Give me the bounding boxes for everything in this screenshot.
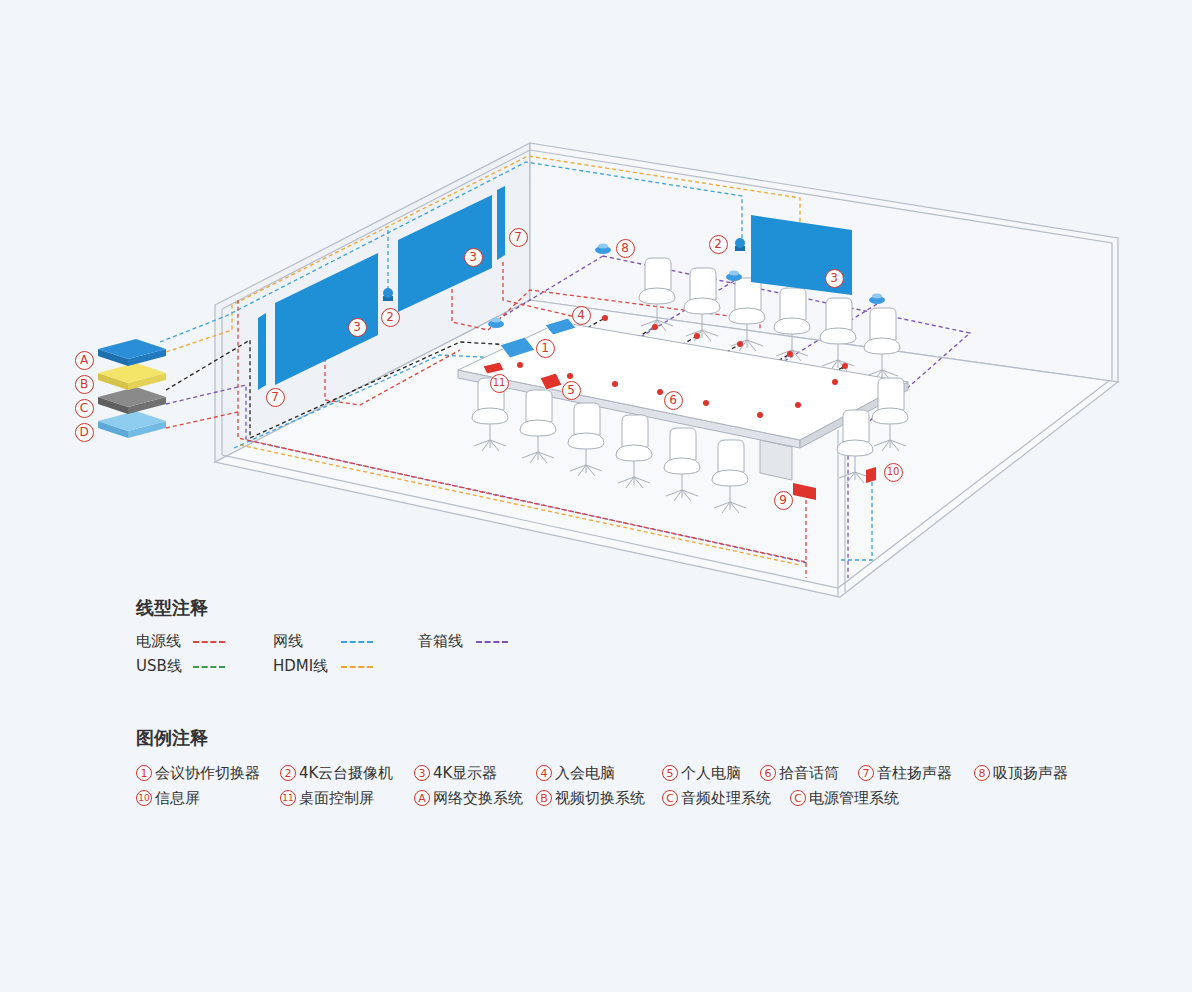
section-heading: 图例注释 — [136, 726, 208, 750]
callout-number: C — [662, 790, 678, 806]
callout-number: 2 — [709, 235, 728, 254]
callout-number: 3 — [825, 269, 844, 288]
callout-number: 1 — [136, 765, 152, 781]
line-sample — [341, 666, 373, 668]
microphones — [517, 315, 848, 418]
legend-text: 电源管理系统 — [809, 788, 899, 808]
callout-number: 3 — [464, 248, 483, 267]
legend-text: 电源线 — [136, 631, 181, 651]
legend-text: USB线 — [136, 656, 182, 676]
legend-text: 入会电脑 — [555, 763, 615, 783]
callout-number: 6 — [664, 391, 683, 410]
callout-number: B — [536, 790, 552, 806]
legend-text: 个人电脑 — [681, 763, 741, 783]
room-shell — [215, 143, 1118, 597]
callout-number: C — [790, 790, 806, 806]
callout-number: D — [75, 423, 94, 442]
legend-text: 4K显示器 — [433, 763, 497, 783]
callout-number: 6 — [760, 765, 776, 781]
callout-number: 7 — [858, 765, 874, 781]
wiring — [160, 156, 970, 578]
callout-number: 3 — [414, 765, 430, 781]
legend-text: 会议协作切换器 — [155, 763, 260, 783]
callout-number: 10 — [884, 463, 903, 482]
callout-number: 3 — [348, 318, 367, 337]
line-sample — [193, 666, 225, 668]
callout-number: 4 — [536, 765, 552, 781]
callout-number: 2 — [280, 765, 296, 781]
callout-number: 7 — [266, 388, 285, 407]
callout-number: 5 — [562, 381, 581, 400]
equipment-stack — [98, 339, 166, 438]
callout-number: 5 — [662, 765, 678, 781]
callout-number: 9 — [774, 491, 793, 510]
callout-number: A — [75, 351, 94, 370]
callout-number: 10 — [136, 790, 152, 806]
line-sample — [193, 641, 225, 643]
legend-text: 网线 — [273, 631, 303, 651]
line-sample — [341, 641, 373, 643]
cameras — [383, 238, 745, 301]
legend-text: HDMI线 — [273, 656, 328, 676]
legend-text: 吸顶扬声器 — [993, 763, 1068, 783]
legend-text: 拾音话筒 — [779, 763, 839, 783]
legend-text: 音柱扬声器 — [877, 763, 952, 783]
callout-number: 4 — [572, 306, 591, 325]
legend-text: 网络交换系统 — [433, 788, 523, 808]
callout-number: 7 — [509, 228, 528, 247]
callout-number: 8 — [616, 239, 635, 258]
line-sample — [476, 641, 508, 643]
chairs-front — [472, 378, 908, 513]
callout-number: 11 — [490, 374, 509, 393]
legend-text: 音频处理系统 — [681, 788, 771, 808]
legend-text: 4K云台摄像机 — [299, 763, 393, 783]
wall-screens — [793, 467, 876, 500]
legend-text: 桌面控制屏 — [299, 788, 374, 808]
callout-number: 1 — [536, 339, 555, 358]
callout-number: A — [414, 790, 430, 806]
callout-number: C — [75, 399, 94, 418]
callout-number: 2 — [381, 308, 400, 327]
legend-text: 信息屏 — [155, 788, 200, 808]
callout-number: 11 — [280, 790, 296, 806]
legend-text: 音箱线 — [418, 631, 463, 651]
callout-number: 8 — [974, 765, 990, 781]
callout-number: B — [75, 375, 94, 394]
legend-text: 视频切换系统 — [555, 788, 645, 808]
section-heading: 线型注释 — [136, 596, 208, 620]
